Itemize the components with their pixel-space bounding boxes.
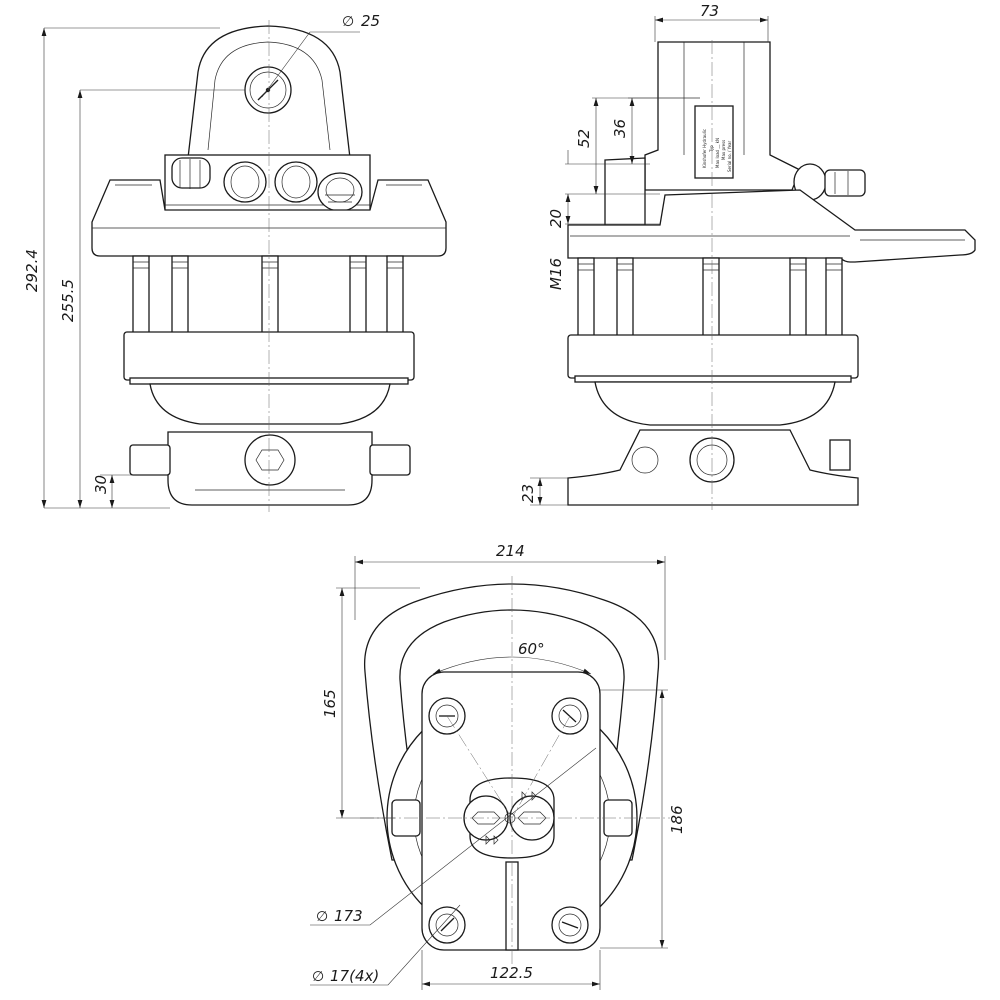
- plate-line: Max press: [721, 140, 726, 160]
- corner-bolt: [428, 906, 466, 944]
- corner-bolt: [551, 906, 589, 944]
- hydraulic-port: [223, 161, 267, 203]
- top-view: [360, 576, 670, 970]
- dim-holes-symbol: ∅: [312, 969, 324, 985]
- plate-line: Typ: [709, 145, 714, 153]
- name-plate: Kinshofer Hydraulic Typ Max load __ kN M…: [694, 105, 734, 179]
- side-view: Kinshofer Hydraulic Typ Max load __ kN M…: [567, 40, 976, 510]
- hydraulic-port: [171, 157, 211, 189]
- side-rotor-body: [594, 381, 836, 426]
- dim-hole-spacing: 122.5: [490, 964, 533, 982]
- side-lower-flange: [567, 334, 859, 379]
- dim-bolt-circle-symbol: ∅: [316, 909, 328, 925]
- dim-bolt-circle: 173: [334, 907, 363, 925]
- dim-20: 20: [547, 209, 565, 228]
- dim-flange-height: 255.5: [59, 279, 77, 322]
- side-upper-housing: [604, 157, 646, 226]
- dim-52: 52: [575, 129, 593, 148]
- plate-brand: Kinshofer Hydraulic: [702, 129, 707, 168]
- front-rotor-body: [149, 383, 391, 425]
- dim-holes: 17(4x): [330, 967, 379, 985]
- dim-overall-height: 292.4: [23, 249, 41, 292]
- dim-base-height-front: 30: [92, 475, 110, 494]
- front-studs: [132, 255, 404, 335]
- dim-36: 36: [611, 119, 629, 138]
- dim-base-height-side: 23: [519, 484, 537, 503]
- side-arm: [567, 189, 976, 263]
- pin-circle-inner: [249, 71, 287, 109]
- dim-overall-width: 214: [496, 542, 525, 560]
- side-pivot-hole: [631, 446, 659, 474]
- side-dimensions: [530, 16, 769, 506]
- dim-pin-diameter-symbol: ∅: [342, 14, 354, 30]
- dim-height-165: 165: [321, 689, 339, 718]
- plate-line: Max load __ kN: [715, 138, 720, 168]
- dim-height-186: 186: [668, 805, 686, 834]
- top-dimensions: [310, 556, 668, 990]
- dim-width-top: 73: [700, 2, 719, 20]
- dim-angle: 60°: [518, 640, 545, 658]
- front-view: [91, 20, 447, 512]
- hydraulic-port: [317, 172, 363, 212]
- dim-pin-diameter: 25: [361, 12, 380, 30]
- front-base-port: [244, 434, 296, 486]
- front-dimensions: [41, 27, 360, 509]
- side-studs: [577, 257, 843, 337]
- hydraulic-port: [274, 161, 318, 203]
- plate-line: Serial no. / Year: [727, 141, 732, 172]
- dim-thread: M16: [547, 258, 565, 290]
